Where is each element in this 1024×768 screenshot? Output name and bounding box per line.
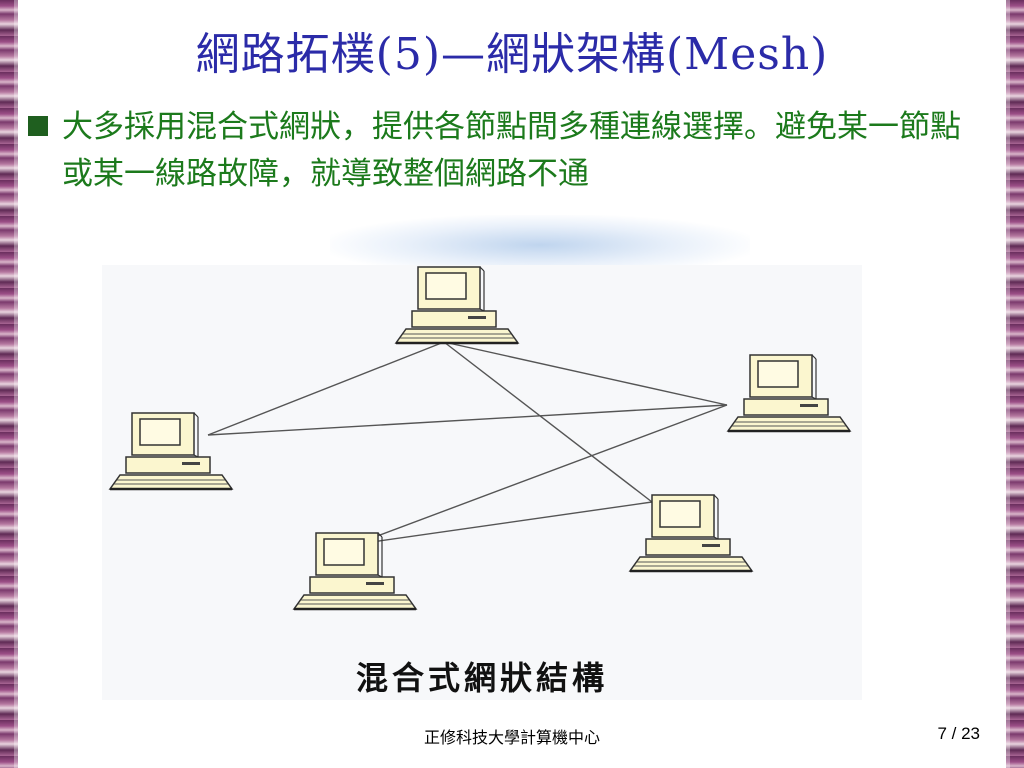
link-line: [207, 404, 728, 436]
slide-title: 網路拓樸(5)—網狀架構(Mesh): [195, 29, 829, 80]
page-number: 7 / 23: [937, 724, 980, 743]
decorative-right-border: [1006, 0, 1024, 768]
mesh-diagram-svg: [108, 265, 852, 611]
footer-school-name: 正修科技大學計算機中心: [423, 728, 600, 747]
computer-icon: [394, 265, 520, 345]
bullet-item: 大多採用混合式網狀，提供各節點間多種連線選擇。避免某一節點或某一線路故障，就導致…: [28, 104, 988, 198]
computer-icon: [628, 493, 754, 573]
bullet-text: 大多採用混合式網狀，提供各節點間多種連線選擇。避免某一節點或某一線路故障，就導致…: [62, 109, 961, 192]
decorative-left-border: [0, 0, 18, 768]
link-line: [443, 341, 653, 503]
link-line: [443, 341, 728, 406]
diagram-caption: 混合式網狀結構: [355, 659, 608, 697]
computer-icon: [108, 411, 234, 491]
link-line: [207, 341, 445, 436]
computer-icon: [726, 353, 852, 433]
computer-icon: [292, 531, 418, 611]
bullet-square-icon: [28, 116, 48, 136]
link-line: [371, 501, 653, 543]
link-line: [371, 404, 728, 539]
mesh-links: [207, 341, 728, 543]
mesh-diagram: 混合式網狀結構: [102, 265, 862, 700]
